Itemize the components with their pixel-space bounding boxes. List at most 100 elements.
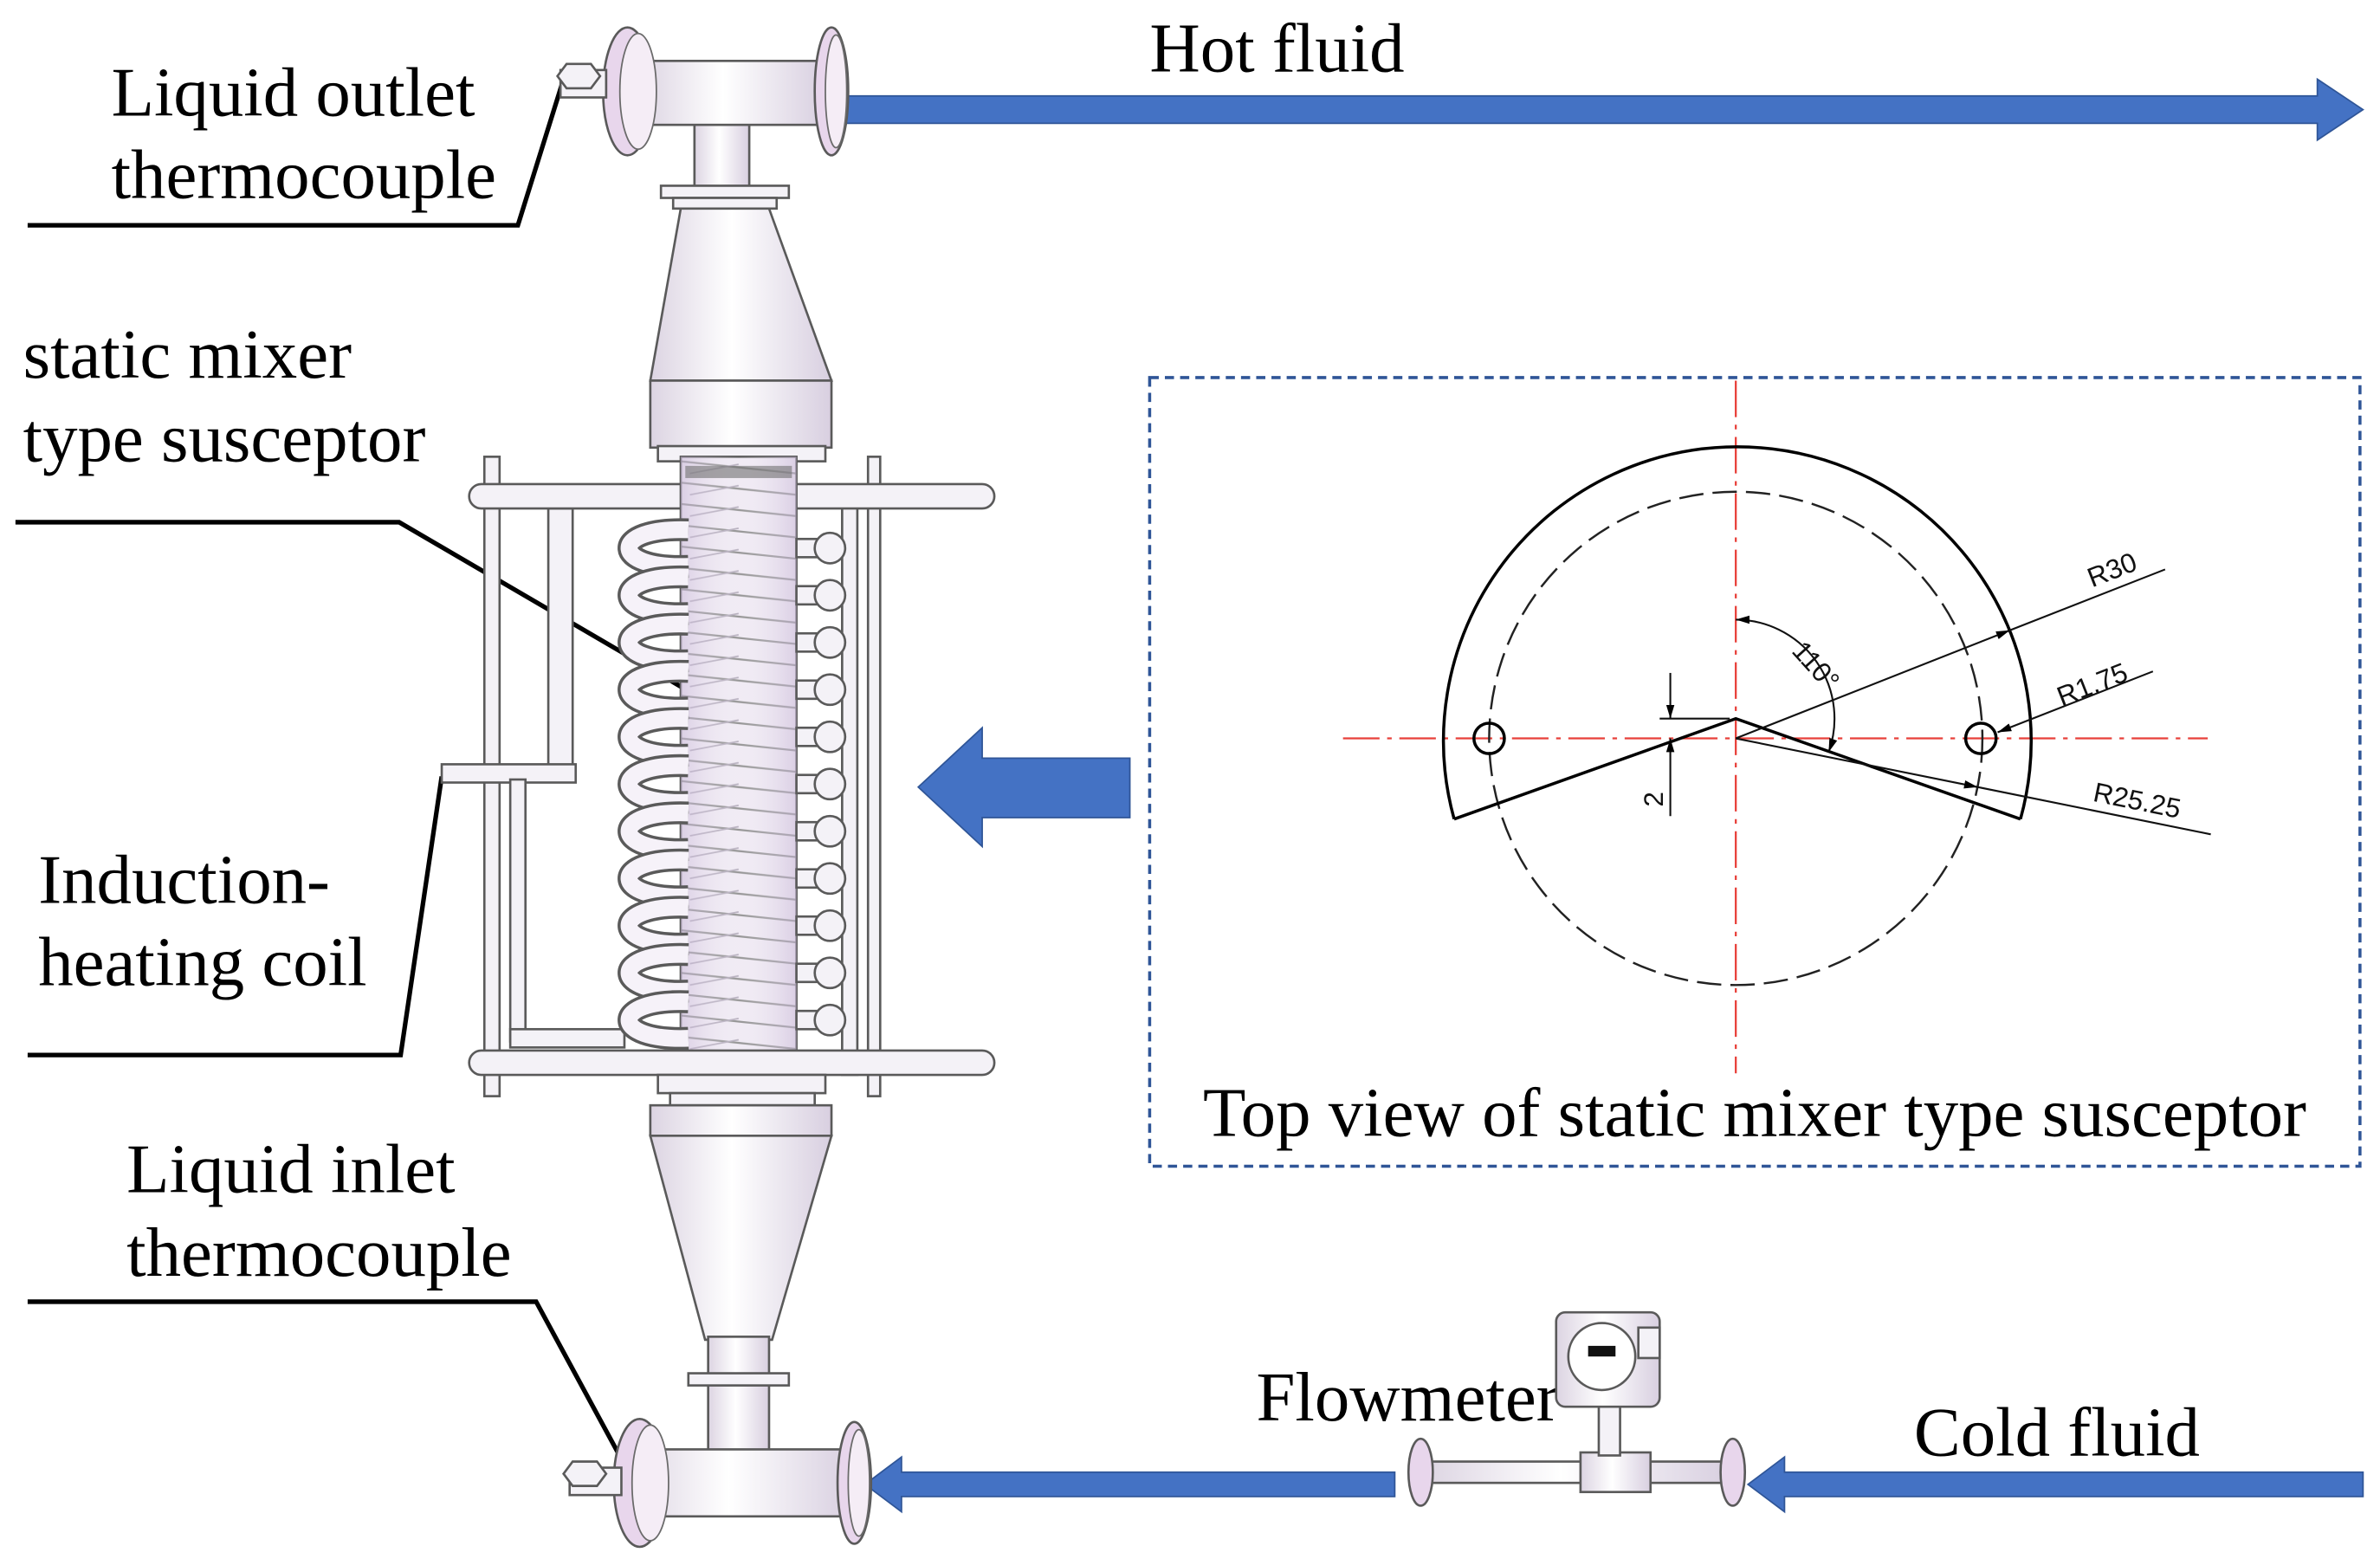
- cold-fluid-label: Cold fluid: [1914, 1394, 2200, 1471]
- coil-lead-vertical: [508, 778, 527, 1043]
- offset-dimension-text: 2: [1638, 792, 1669, 807]
- coil-turn: [618, 707, 847, 767]
- upper-collar-ring: [671, 197, 779, 210]
- coil-tube-highlight: [620, 709, 689, 764]
- flowmeter-label: Flowmeter: [1256, 1359, 1559, 1436]
- labels: Liquid outlet thermocouple Hot fluid sta…: [23, 10, 2200, 1472]
- outlet-thermocouple-leader: [27, 78, 566, 228]
- coil-tube-highlight: [620, 568, 689, 623]
- coil-tube-end: [813, 956, 847, 990]
- susceptor-v-edge: [1453, 716, 2021, 821]
- hole-pitch-circle: [1488, 490, 1984, 987]
- flow-arrows: [839, 77, 2364, 1514]
- coil-tube-highlight: [620, 757, 689, 812]
- coil-turn: [618, 848, 847, 909]
- flowmeter: [1407, 1310, 1747, 1507]
- outer-radius-text: R30: [2083, 546, 2141, 593]
- inset-frame: [1148, 376, 2362, 1168]
- hot-fluid-arrow: [839, 77, 2364, 142]
- flowmeter-display-bar: [1588, 1345, 1616, 1357]
- upper-cylinder: [649, 379, 833, 450]
- inlet-thermocouple-leader: [27, 1299, 627, 1466]
- liquid-inlet-label-line2: thermocouple: [126, 1214, 511, 1291]
- coil-turn: [618, 518, 847, 579]
- liquid-outlet-label-line2: thermocouple: [112, 137, 496, 214]
- outlet-thermocouple-nut: [555, 62, 602, 90]
- susceptor-label-line2: type susceptor: [23, 400, 426, 477]
- coil-turn: [618, 942, 847, 1003]
- flowmeter-stem: [1597, 1402, 1621, 1457]
- upper-cone: [649, 207, 833, 382]
- outer-radius-leader: [1735, 629, 2010, 740]
- left-inner-rod: [546, 507, 574, 769]
- coil-leader: [27, 776, 444, 1058]
- inlet-thermocouple-nut: [562, 1460, 608, 1487]
- top-view-inset: 2 110° R30 R1.75 R25.25 Top view of stat…: [1148, 376, 2362, 1168]
- pitch-radius-text: R25.25: [2091, 776, 2183, 825]
- coil-tube-highlight: [620, 946, 689, 1000]
- coil-tube-highlight: [620, 898, 689, 953]
- flowmeter-left-flange: [1407, 1437, 1434, 1507]
- reactor-assembly: [440, 26, 996, 1549]
- coil-tube-highlight: [620, 851, 689, 906]
- coil-tube-end: [813, 909, 847, 942]
- coil-tube-highlight: [620, 663, 689, 717]
- lower-pipe-collar: [687, 1372, 791, 1387]
- cold-fluid-arrow: [1746, 1455, 2364, 1514]
- angle-dimension-text: 110°: [1786, 635, 1846, 696]
- lower-cone: [649, 1135, 833, 1342]
- outlet-right-flange-face: [825, 34, 848, 149]
- lower-housing-collar: [656, 1073, 827, 1095]
- liquid-inlet-label-line1: Liquid inlet: [126, 1130, 455, 1207]
- coil-tube-highlight: [620, 521, 689, 575]
- flowmeter-sensor-body: [1579, 1451, 1652, 1493]
- left-hole: [1472, 721, 1506, 755]
- right-hole: [1963, 721, 1998, 755]
- coil-tube-highlight: [620, 993, 689, 1047]
- susceptor-outer-arc: [1441, 445, 2033, 820]
- hole-radius-text: R1.75: [2053, 657, 2132, 712]
- coil-turn: [618, 990, 847, 1051]
- coil-tube-end: [813, 579, 847, 612]
- coil-tube-end: [813, 625, 847, 659]
- top-view-caption: Top view of static mixer type susceptor: [1203, 1074, 2306, 1151]
- lower-support-plate: [468, 1049, 996, 1077]
- coil-label-line2: heating coil: [38, 923, 366, 1000]
- coil-tube-highlight: [620, 804, 689, 858]
- coil-lead-horizontal: [440, 763, 578, 784]
- coil-turn: [618, 801, 847, 862]
- flowmeter-cable-gland: [1637, 1326, 1661, 1360]
- coil-turn: [618, 754, 847, 814]
- pitch-radius-leader-tail: [1977, 786, 2211, 836]
- susceptor-label-line1: static mixer: [23, 316, 352, 393]
- flowmeter-pipe: [1420, 1460, 1731, 1485]
- flowmeter-right-flange: [1719, 1437, 1747, 1507]
- pitch-radius-leader: [1735, 737, 1978, 789]
- inlet-left-flange-face: [631, 1424, 669, 1542]
- coil-tube-end: [813, 1003, 847, 1037]
- coil-lead-bottom: [508, 1027, 626, 1049]
- coil-tube-highlight: [620, 615, 689, 670]
- liquid-outlet-label-line1: Liquid outlet: [112, 55, 475, 132]
- coil-turn: [618, 612, 847, 673]
- inlet-vertical-pipe: [707, 1336, 771, 1454]
- susceptor-shading: [681, 456, 797, 1089]
- top-view-pointer-arrow: [916, 726, 1131, 849]
- outlet-left-flange-face: [618, 32, 657, 151]
- hot-fluid-label: Hot fluid: [1149, 10, 1404, 87]
- coil-turn: [618, 896, 847, 956]
- coil-tube-end: [813, 814, 847, 848]
- lower-cylinder: [649, 1103, 833, 1137]
- susceptor-top-mesh: [685, 465, 792, 478]
- upper-collar: [659, 184, 791, 199]
- coil-tube-end: [813, 531, 847, 565]
- induction-coil: [618, 518, 847, 1051]
- inlet-right-flange-face: [847, 1428, 870, 1537]
- outlet-horizontal-pipe: [638, 59, 827, 126]
- right-outer-rod: [866, 456, 882, 1097]
- coil-turn: [618, 565, 847, 625]
- angle-arc: [1736, 615, 1838, 753]
- inlet-feed-arrow: [863, 1455, 1396, 1514]
- outer-radius-leader-tail: [2009, 568, 2166, 631]
